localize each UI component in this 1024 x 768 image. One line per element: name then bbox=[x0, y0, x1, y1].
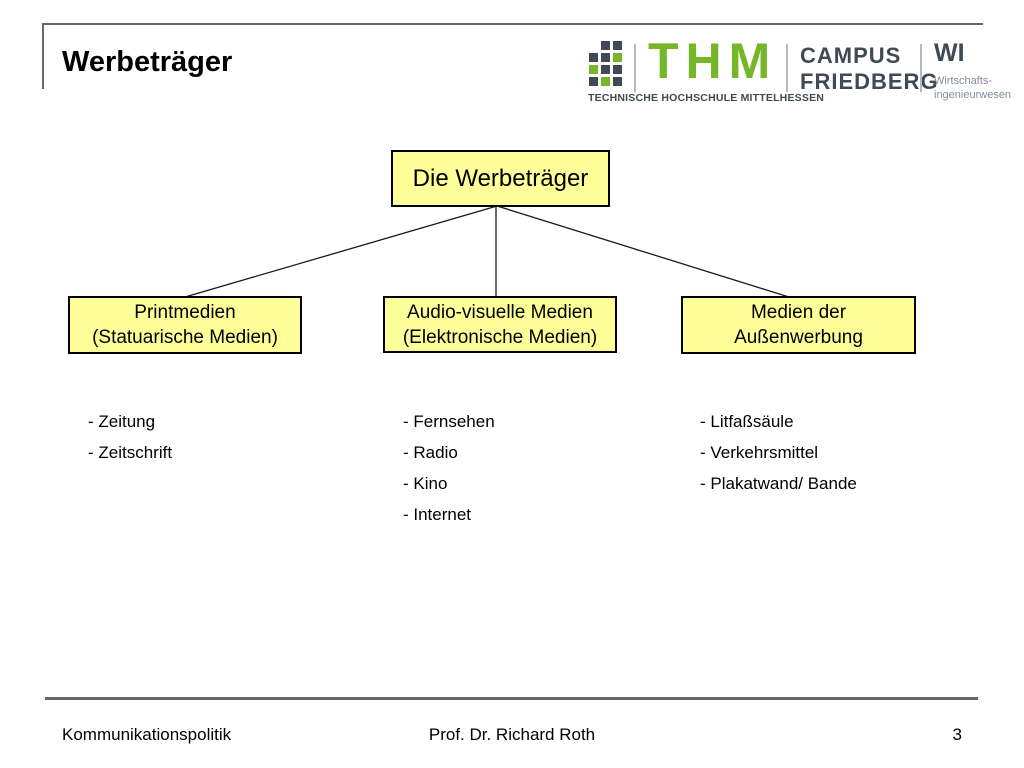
branch-title-line2: (Elektronische Medien) bbox=[402, 326, 598, 348]
thm-subtitle: TECHNISCHE HOCHSCHULE MITTELHESSEN bbox=[588, 92, 825, 104]
root-node-label: Die Werbeträger bbox=[412, 164, 589, 192]
logo-pixel bbox=[589, 65, 598, 74]
campus-name: CAMPUS FRIEDBERG bbox=[800, 43, 939, 95]
logo-pixel bbox=[613, 77, 622, 86]
logo-divider-3 bbox=[920, 44, 922, 92]
footer-page-number: 3 bbox=[952, 725, 962, 744]
connector-line-left bbox=[184, 205, 498, 298]
branch-title-line2: Außenwerbung bbox=[734, 327, 863, 348]
branch-list-printmedien: - Zeitung - Zeitschrift bbox=[88, 413, 172, 475]
logo-pixel bbox=[601, 53, 610, 62]
branch-title-line1: Printmedien bbox=[134, 302, 236, 323]
department-abbr: WI bbox=[934, 39, 965, 67]
thm-pixel-grid-icon bbox=[589, 41, 622, 86]
logo-divider-1 bbox=[634, 44, 636, 92]
slide-title: Werbeträger bbox=[62, 46, 233, 78]
list-item: - Zeitschrift bbox=[88, 443, 173, 462]
department-name: Wirtschafts- ingenieurwesen bbox=[934, 74, 1011, 102]
branch-node-audiovisuelle-medien: Audio-visuelle Medien (Elektronische Med… bbox=[383, 296, 617, 353]
footer-rule bbox=[45, 697, 978, 700]
connector-line-right bbox=[496, 205, 790, 298]
logo-divider-2 bbox=[786, 44, 788, 92]
thm-wordmark: THM bbox=[648, 33, 778, 89]
list-item: - Verkehrsmittel bbox=[700, 443, 819, 462]
logo-pixel bbox=[613, 53, 622, 62]
list-item: - Radio bbox=[403, 443, 458, 462]
list-item: - Litfaßsäule bbox=[700, 412, 794, 431]
branch-list-aussenwerbung: - Litfaßsäule - Verkehrsmittel - Plakatw… bbox=[700, 413, 857, 506]
branch-node-printmedien: Printmedien (Statuarische Medien) bbox=[68, 296, 302, 354]
branch-title-line1: Audio-visuelle Medien bbox=[407, 301, 593, 323]
logo-pixel bbox=[601, 41, 610, 50]
header-rule-top bbox=[42, 23, 983, 25]
logo-pixel bbox=[601, 65, 610, 74]
department-line1: Wirtschafts- bbox=[934, 75, 993, 87]
logo-pixel bbox=[613, 65, 622, 74]
logo-pixel bbox=[613, 41, 622, 50]
branch-title-line2: (Statuarische Medien) bbox=[92, 327, 278, 348]
branch-node-aussenwerbung: Medien der Außenwerbung bbox=[681, 296, 916, 354]
list-item: - Plakatwand/ Bande bbox=[700, 474, 857, 493]
list-item: - Fernsehen bbox=[403, 412, 495, 431]
thm-logo: THM TECHNISCHE HOCHSCHULE MITTELHESSEN C… bbox=[585, 33, 1011, 109]
root-node: Die Werbeträger bbox=[391, 150, 610, 207]
logo-pixel bbox=[589, 77, 598, 86]
header-rule-left bbox=[42, 23, 44, 89]
footer-author: Prof. Dr. Richard Roth bbox=[428, 725, 596, 744]
list-item: - Kino bbox=[403, 474, 448, 493]
branch-list-audiovisuelle-medien: - Fernsehen - Radio - Kino - Internet bbox=[403, 413, 495, 537]
department-line2: ingenieurwesen bbox=[934, 89, 1012, 101]
list-item: - Zeitung bbox=[88, 412, 156, 431]
list-item: - Internet bbox=[403, 505, 472, 524]
branch-title-line1: Medien der bbox=[750, 302, 847, 323]
campus-line2: FRIEDBERG bbox=[800, 69, 939, 94]
footer-course-name: Kommunikationspolitik bbox=[62, 725, 232, 744]
logo-pixel bbox=[601, 77, 610, 86]
logo-pixel bbox=[589, 41, 598, 50]
logo-pixel bbox=[589, 53, 598, 62]
campus-line1: CAMPUS bbox=[800, 43, 902, 68]
